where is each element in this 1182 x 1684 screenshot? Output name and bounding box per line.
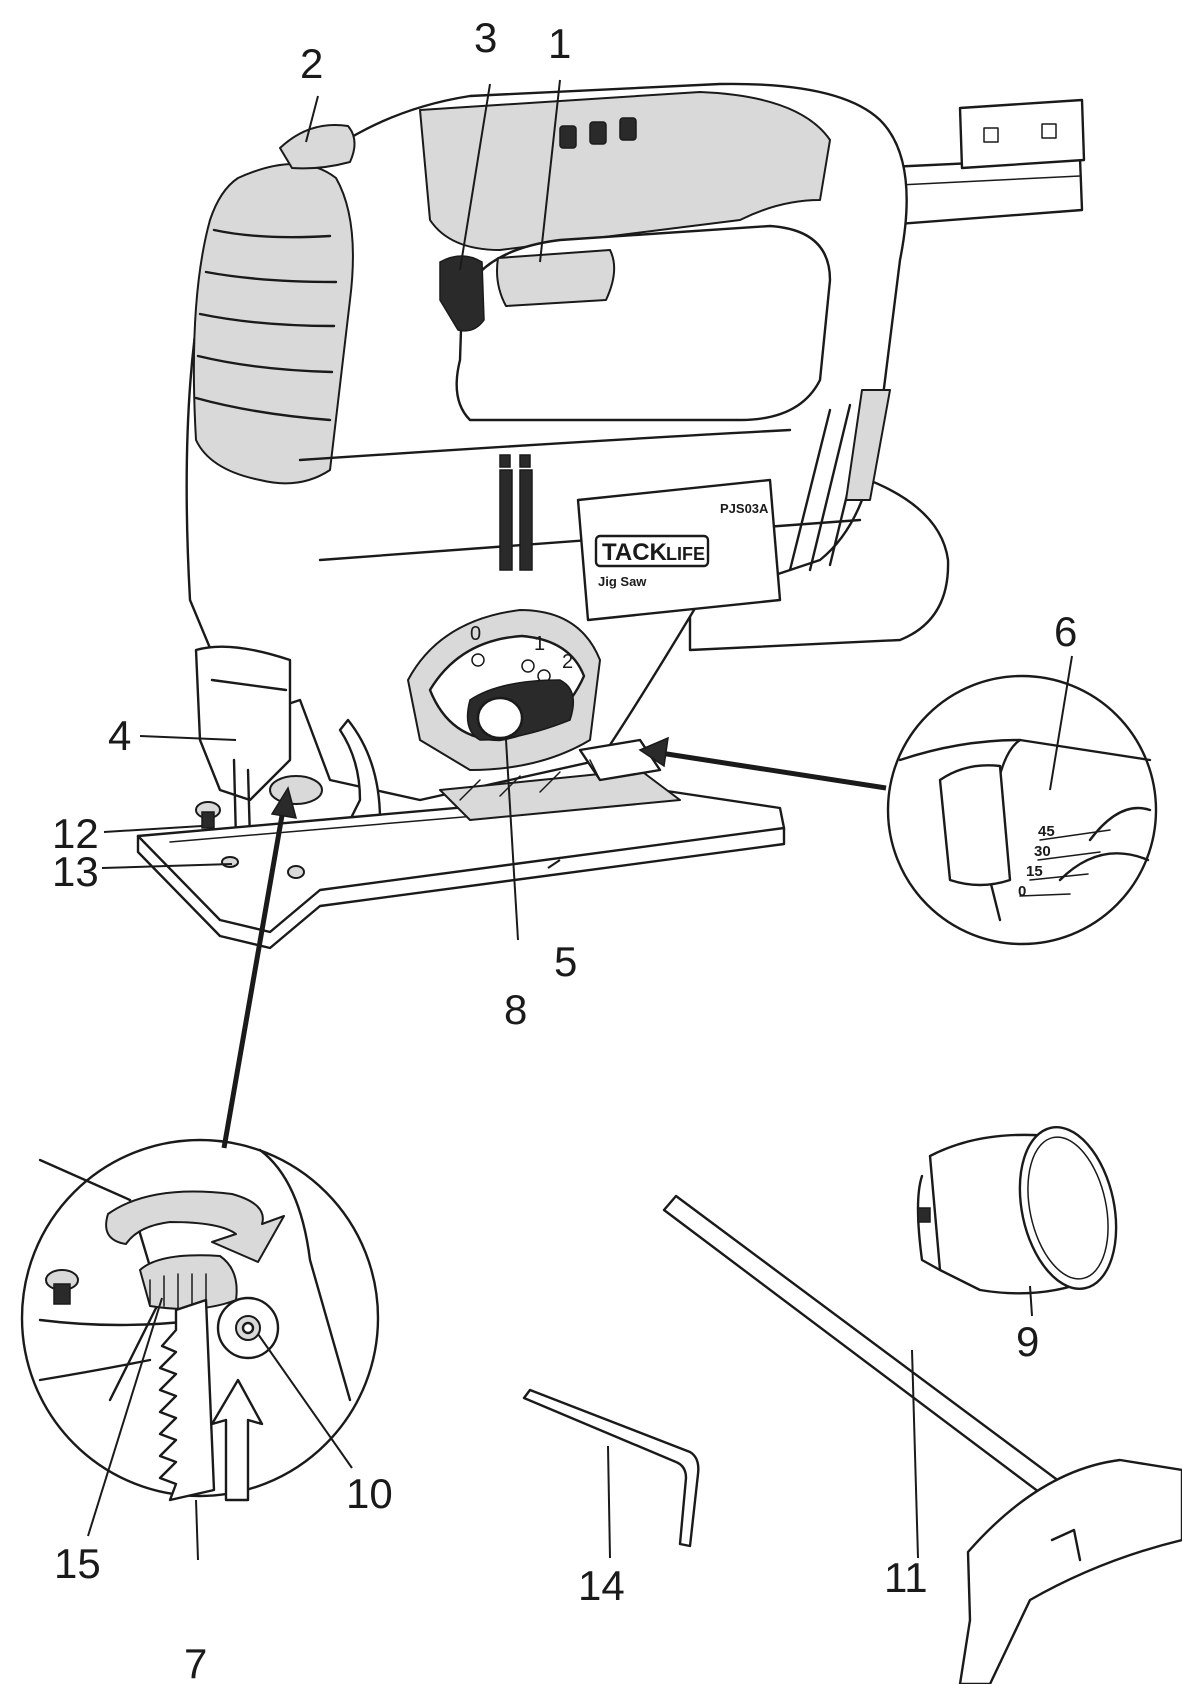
dial-label-1: 1 — [534, 633, 545, 655]
pointer-arrows — [221, 736, 887, 1149]
bevel-scale-detail: 45 30 15 0 — [886, 674, 1158, 946]
callout-7: 7 — [184, 1640, 207, 1684]
dial-label-2: 2 — [562, 651, 573, 673]
bevel-scale-0: 0 — [1018, 883, 1026, 900]
callout-13: 13 — [52, 848, 99, 895]
blade-clamp-detail — [20, 1138, 380, 1502]
jigsaw-illustration: TACK LIFE Jig Saw PJS03A 0 1 2 — [136, 82, 1086, 950]
up-arrow-icon — [210, 1378, 264, 1502]
brand-prefix: TACK — [602, 539, 668, 566]
product-name: Jig Saw — [598, 574, 647, 589]
brand-suffix: LIFE — [666, 544, 705, 564]
leader-lines — [87, 79, 1073, 1561]
callout-5: 5 — [554, 938, 577, 985]
callout-2: 2 — [300, 40, 323, 87]
base-plate — [136, 769, 786, 950]
lock-on-button — [439, 255, 485, 332]
jigsaw-blade — [158, 1298, 216, 1502]
power-cord — [866, 98, 1086, 228]
callout-11: 11 — [884, 1554, 928, 1601]
bevel-scale-15: 15 — [1026, 863, 1043, 880]
orbital-dial: 0 1 2 — [407, 609, 601, 771]
dial-label-0: 0 — [470, 623, 481, 645]
top-cap — [279, 124, 356, 170]
callout-14: 14 — [578, 1562, 625, 1609]
blade-holder — [194, 645, 292, 802]
callout-12: 12 — [52, 810, 99, 857]
hex-key — [522, 1388, 700, 1548]
model-number: PJS03A — [720, 501, 769, 516]
callout-1: 1 — [548, 20, 571, 67]
dust-adapter — [916, 1126, 1118, 1295]
nameplate: TACK LIFE Jig Saw PJS03A — [576, 478, 782, 622]
bevel-scale-45: 45 — [1038, 823, 1055, 840]
blade-screw — [221, 856, 239, 868]
bevel-scale-30: 30 — [1034, 843, 1051, 860]
rotation-arrow-icon — [105, 1190, 285, 1263]
callout-15: 15 — [54, 1540, 101, 1587]
callout-6: 6 — [1054, 608, 1077, 655]
callout-3: 3 — [474, 14, 497, 61]
callout-8: 8 — [504, 986, 527, 1033]
top-handle — [419, 91, 831, 251]
callout-9: 9 — [1016, 1318, 1039, 1365]
handle-opening — [455, 224, 832, 422]
callout-4: 4 — [108, 712, 131, 759]
trigger-switch — [496, 249, 616, 307]
callout-numbers: 1 2 3 4 5 6 7 8 9 10 11 12 13 14 15 — [52, 14, 1077, 1684]
callout-10: 10 — [346, 1470, 393, 1517]
